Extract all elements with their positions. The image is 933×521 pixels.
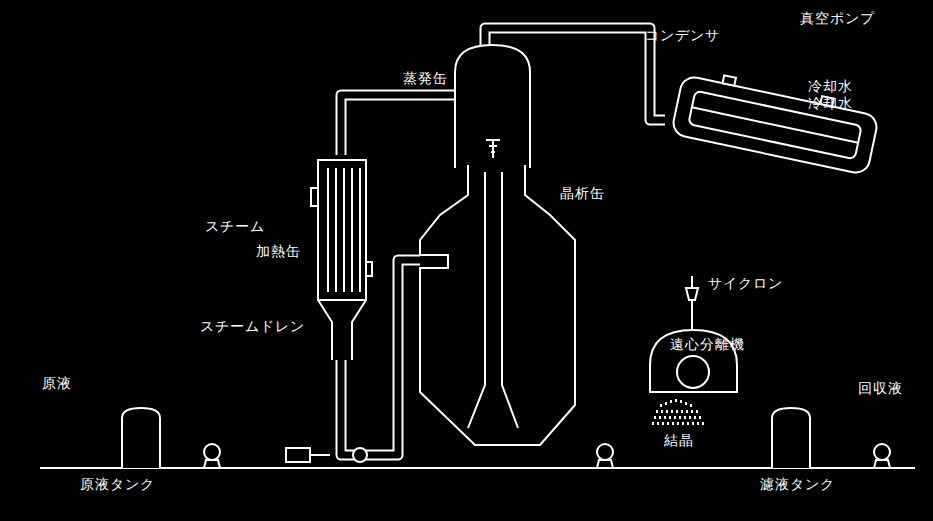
annotation-label: 冷却水: [808, 95, 853, 111]
crystallizer-vessel: [420, 165, 575, 445]
evaporator-vessel: [455, 45, 530, 168]
centrifuge: 遠心分離機: [648, 330, 740, 392]
annotation-label: スチームドレン: [200, 318, 305, 334]
centrifuge-basket: [677, 356, 709, 388]
crystallizer: 晶析缶: [420, 165, 575, 445]
vessel-label: コンデンサ: [645, 27, 720, 43]
vessel-label: 原液タンク: [80, 476, 155, 492]
heater-nozzle: [366, 262, 372, 276]
filtrate-tank: [772, 408, 810, 468]
motor: [286, 448, 310, 462]
annotation-label: スチーム: [205, 218, 265, 234]
pipe: [341, 95, 455, 155]
shaft: [310, 454, 330, 456]
circulation-pump: [353, 448, 367, 462]
feed-tank-box: 原液タンク: [122, 408, 160, 468]
annotation-label: 原液: [42, 375, 72, 391]
draft-tube: [468, 172, 518, 428]
feed-pump: [204, 444, 220, 468]
heater-body: [318, 160, 366, 300]
feed-tank: [122, 408, 160, 468]
annotation-label: 冷却水: [808, 78, 853, 94]
filtrate-tank-box: 濾液タンク: [772, 408, 810, 468]
annotation-label: 回収液: [858, 380, 903, 396]
evaporator: 蒸発缶: [455, 45, 530, 165]
condenser-shell: [671, 67, 881, 175]
spray-symbol: [486, 140, 500, 158]
recovery-pump: [874, 444, 890, 468]
vessel-label: 遠心分離機: [670, 336, 745, 352]
cyclone: サイクロン: [680, 275, 704, 305]
heater-bottom: [318, 300, 366, 360]
vessel-label: 蒸発缶: [403, 70, 448, 86]
vessel-label: 濾液タンク: [760, 476, 835, 492]
vessel-label: サイクロン: [708, 275, 783, 291]
transfer-pump: [597, 444, 613, 468]
vessel-label: 晶析缶: [560, 185, 605, 201]
steam-nozzle: [311, 188, 318, 206]
vessel-label: 加熱缶: [256, 243, 301, 259]
heater: 加熱缶: [312, 155, 370, 360]
cyclone-symbol: [686, 276, 698, 330]
crystal-heap: [652, 399, 704, 425]
annotation-label: 結晶: [664, 432, 694, 448]
heater-tubes: [328, 168, 360, 292]
annotation-label: 真空ポンプ: [800, 10, 875, 26]
